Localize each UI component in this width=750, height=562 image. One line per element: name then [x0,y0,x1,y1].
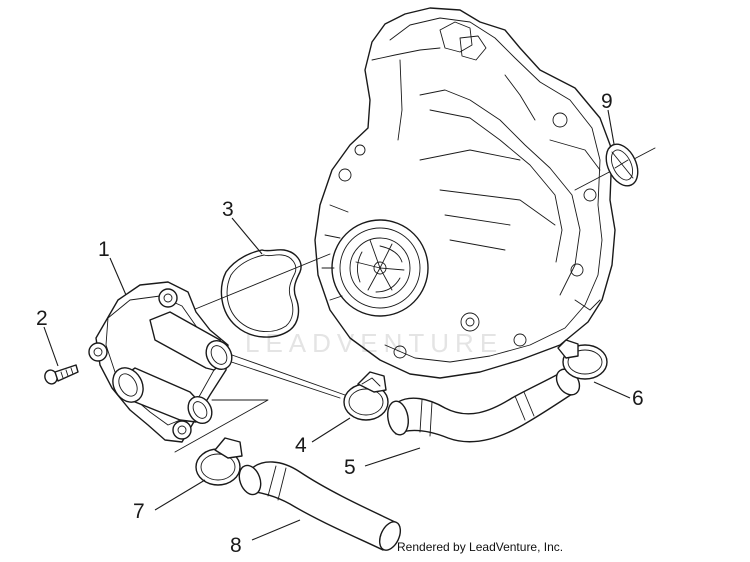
callout-1: 1 [98,238,110,261]
part-4-clamp [343,371,389,421]
callout-2: 2 [36,307,48,330]
part-3-gasket [220,249,302,338]
part-1-pump-cover [88,281,233,443]
callout-7: 7 [133,500,145,523]
callout-4: 4 [295,434,307,457]
part-2-screw [44,364,79,385]
watermark-text: LEADVENTURE [245,328,503,358]
part-5-hose [387,368,581,443]
part-8-hose [238,461,402,551]
part-9-plug [605,143,639,187]
render-credit: Rendered by LeadVenture, Inc. [397,540,564,554]
impeller [355,239,405,293]
callout-9: 9 [601,90,613,113]
engine-cover [314,7,616,379]
part-7-clamp [195,437,243,486]
part-6-clamp [557,339,608,380]
callout-8: 8 [230,534,242,557]
callout-6: 6 [632,387,644,410]
callout-5: 5 [344,456,356,479]
callout-3: 3 [222,198,234,221]
